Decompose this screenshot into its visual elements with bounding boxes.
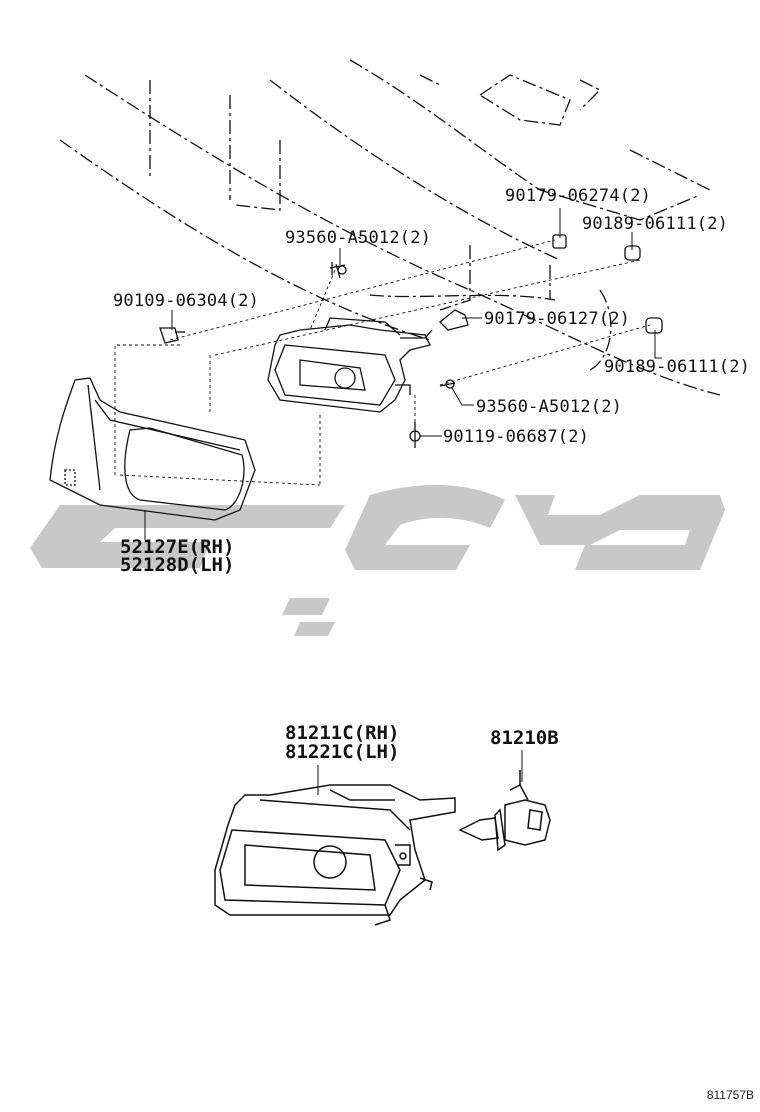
label-bulb: 81210B <box>490 727 559 749</box>
fog-lamp-installed <box>267 317 433 413</box>
label-90179-06274: 90179-06274(2) <box>505 186 652 206</box>
label-93560-a5012-b: 93560-A5012(2) <box>476 397 623 417</box>
fastener-screw-3 <box>409 422 421 448</box>
fog-lamp-cover <box>49 377 256 521</box>
fastener-clip-2 <box>439 309 469 331</box>
label-90179-06127: 90179-06127(2) <box>484 309 631 329</box>
fog-lamp-bulb <box>458 770 551 852</box>
label-90109-06304: 90109-06304(2) <box>113 291 260 311</box>
label-90189-06111-b: 90189-06111(2) <box>604 357 751 377</box>
fastener-screw-2 <box>439 379 456 389</box>
label-90119-06687: 90119-06687(2) <box>443 427 590 447</box>
label-cover-rh: 52127E(RH) <box>120 536 235 558</box>
fastener-screw-1 <box>329 262 347 279</box>
label-90189-06111-a: 90189-06111(2) <box>582 214 729 234</box>
fastener-grommet-2 <box>645 317 663 334</box>
fog-lamp-assembly <box>214 784 456 926</box>
label-lamp-rh: 81211C(RH) <box>285 722 400 744</box>
label-93560-a5012-a: 93560-A5012(2) <box>285 228 432 248</box>
label-cover-lh: 52128D(LH) <box>120 554 235 576</box>
label-lamp-lh: 81221C(LH) <box>285 741 400 763</box>
fastener-grommet-1 <box>624 245 641 261</box>
fastener-clip-1 <box>159 327 185 344</box>
fastener-nut-1 <box>552 234 567 249</box>
bumper-outline <box>59 59 721 396</box>
watermark-logo <box>30 484 725 636</box>
illustration-code: 811757B <box>706 1088 754 1102</box>
